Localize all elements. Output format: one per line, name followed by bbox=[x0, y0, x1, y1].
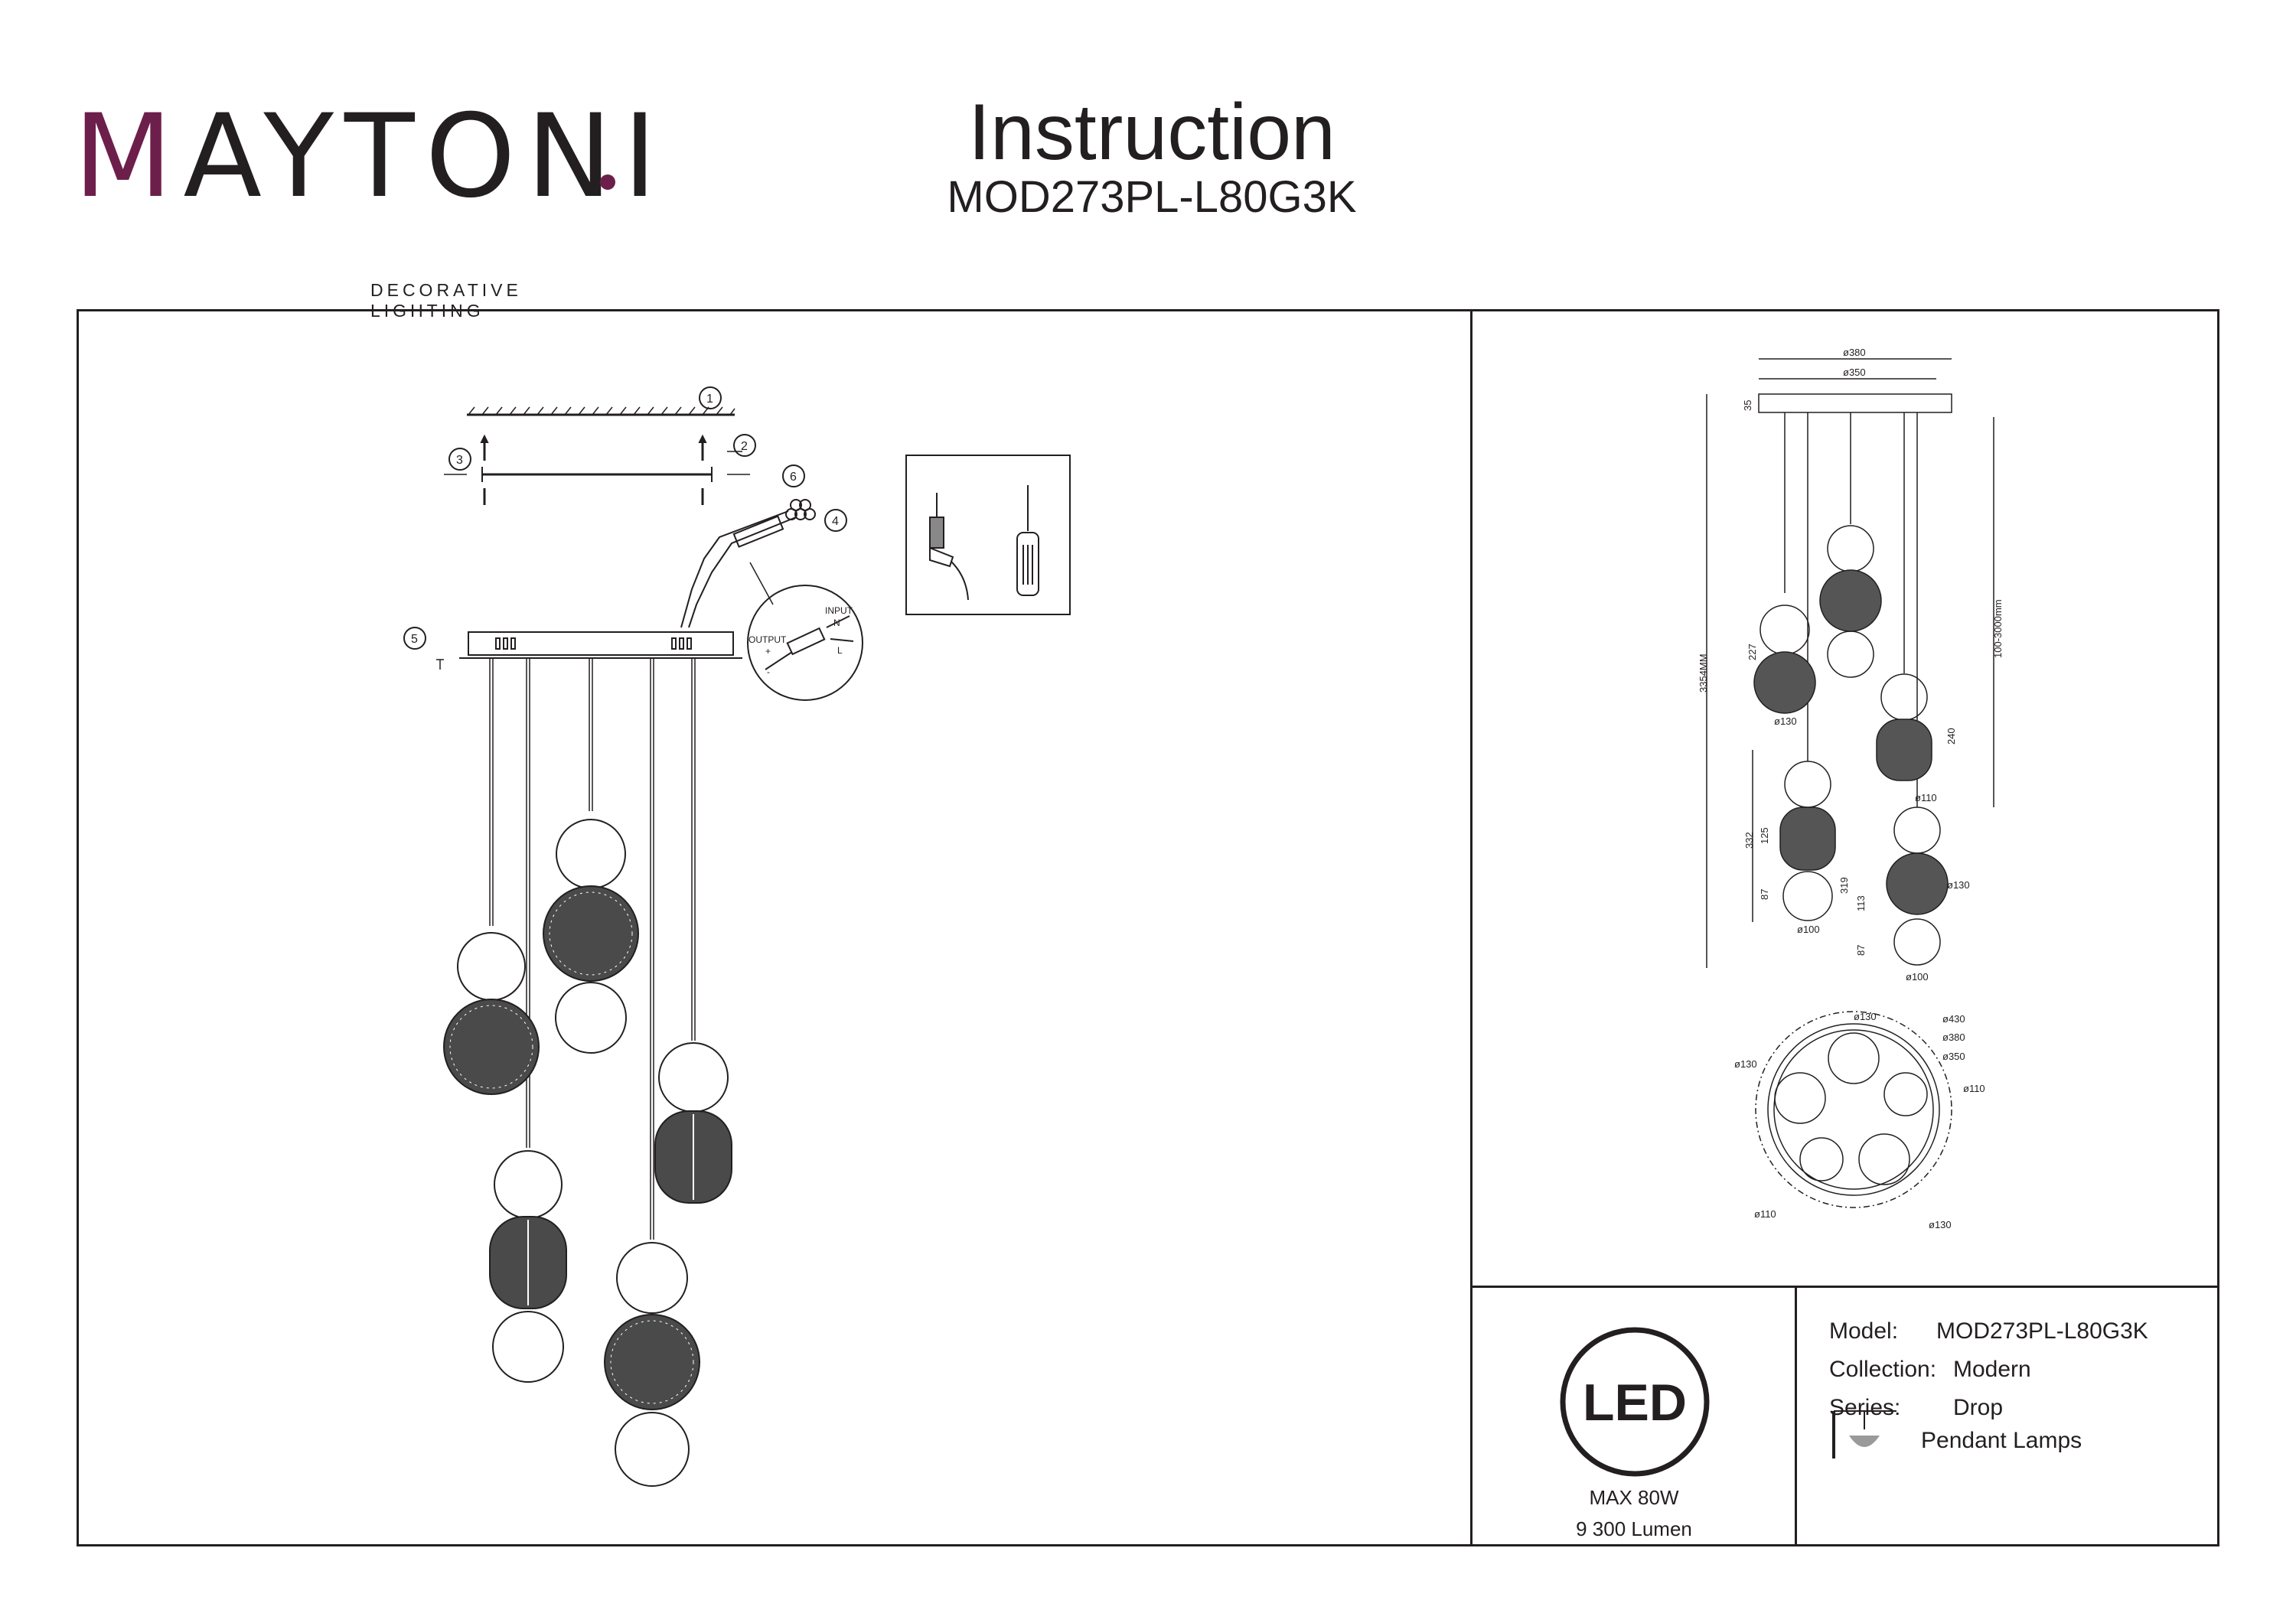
pendant-lamp-icon bbox=[1832, 1410, 1896, 1458]
max-power: MAX 80W bbox=[1589, 1486, 1679, 1509]
svg-text:ø350: ø350 bbox=[1843, 367, 1866, 378]
pendant-cables bbox=[489, 658, 696, 1240]
logo-letters: AYTONI bbox=[183, 90, 668, 223]
svg-text:ø100: ø100 bbox=[1797, 924, 1820, 935]
svg-text:ø380: ø380 bbox=[1843, 347, 1866, 358]
pendant-lamp-5 bbox=[604, 1242, 700, 1487]
svg-text:ø110: ø110 bbox=[1915, 792, 1937, 803]
svg-text:3354MM: 3354MM bbox=[1698, 653, 1709, 693]
logo-letter-m: M bbox=[73, 90, 184, 223]
top-view: ø130 ø430 ø380 ø350 ø110 ø130 ø110 ø130 bbox=[1734, 1011, 1985, 1230]
svg-text:35: 35 bbox=[1742, 400, 1753, 411]
svg-text:ø110: ø110 bbox=[1754, 1208, 1776, 1220]
svg-text:INPUT: INPUT bbox=[825, 605, 853, 616]
svg-text:240: 240 bbox=[1945, 728, 1957, 745]
svg-text:ø130: ø130 bbox=[1774, 715, 1797, 727]
terminal-block bbox=[680, 499, 816, 628]
frame-divider-spec bbox=[1470, 1286, 2219, 1288]
dim-lamp-d bbox=[1779, 761, 1836, 921]
spec-type-value: Pendant Lamps bbox=[1921, 1428, 2082, 1453]
svg-text:100-3000mm: 100-3000mm bbox=[1992, 599, 2004, 658]
svg-text:6: 6 bbox=[790, 471, 797, 484]
spec-model-label: Model: bbox=[1829, 1318, 1899, 1344]
dim-lamp-b bbox=[1819, 525, 1882, 678]
pendant-lamp-3 bbox=[654, 1042, 732, 1204]
dimension-drawing: ø380 ø350 35 3354MM 100-3000mm 227 ø130 … bbox=[1698, 347, 2004, 1230]
led-badge-icon: LED bbox=[1560, 1327, 1710, 1477]
svg-text:ø130: ø130 bbox=[1947, 879, 1970, 891]
pendant-lamp-1 bbox=[443, 932, 540, 1095]
svg-text:125: 125 bbox=[1759, 827, 1770, 844]
screwdriver-icon bbox=[1016, 485, 1039, 596]
drill-icon bbox=[929, 493, 969, 601]
dim-lamp-e bbox=[1886, 807, 1949, 966]
svg-text:ø350: ø350 bbox=[1942, 1051, 1965, 1062]
dim-lamp-c bbox=[1876, 673, 1932, 781]
callout-3: 3 bbox=[448, 448, 471, 471]
page-subtitle-model: MOD273PL-L80G3K bbox=[947, 172, 1357, 222]
svg-text:OUTPUT: OUTPUT bbox=[748, 634, 787, 645]
logo-dot bbox=[600, 174, 615, 190]
svg-text:3: 3 bbox=[456, 454, 463, 467]
spec-collection-label: Collection: bbox=[1829, 1357, 1937, 1382]
svg-text:N: N bbox=[833, 618, 840, 628]
frame-divider-led bbox=[1795, 1286, 1797, 1546]
svg-text:ø100: ø100 bbox=[1906, 971, 1929, 983]
svg-text:ø430: ø430 bbox=[1942, 1013, 1965, 1025]
pendant-lamp-4 bbox=[489, 1150, 567, 1383]
svg-text:319: 319 bbox=[1838, 877, 1850, 894]
callout-6: 6 bbox=[782, 464, 805, 487]
svg-text:113: 113 bbox=[1855, 895, 1867, 911]
maytoni-logo: MAYTONI DECORATIVE LIGHTING bbox=[73, 84, 657, 321]
svg-text:ø130: ø130 bbox=[1854, 1011, 1877, 1022]
svg-text:L: L bbox=[837, 645, 843, 656]
ceiling bbox=[467, 406, 735, 416]
drawing-frame bbox=[77, 309, 2219, 1546]
spec-model-value: MOD273PL-L80G3K bbox=[1936, 1318, 2148, 1344]
svg-text:ø130: ø130 bbox=[1929, 1219, 1952, 1230]
wiring-detail: INPUT N L OUTPUT + - bbox=[747, 562, 863, 701]
mounting-bracket bbox=[444, 434, 750, 505]
frame-divider-main bbox=[1470, 309, 1473, 1546]
svg-text:4: 4 bbox=[832, 515, 839, 528]
svg-text:332: 332 bbox=[1743, 832, 1755, 849]
svg-text:+: + bbox=[765, 646, 771, 657]
dim-lamp-a bbox=[1753, 605, 1816, 714]
svg-text:ø130: ø130 bbox=[1734, 1058, 1757, 1070]
svg-text:ø110: ø110 bbox=[1963, 1083, 1985, 1094]
svg-text:1: 1 bbox=[706, 393, 713, 406]
svg-text:87: 87 bbox=[1855, 945, 1867, 956]
callout-2: 2 bbox=[733, 434, 756, 457]
logo-wordmark: MAYTONI bbox=[73, 84, 667, 230]
callout-5: 5 bbox=[403, 627, 426, 650]
page-title: Instruction bbox=[968, 88, 1336, 177]
pendant-lamp-2 bbox=[543, 819, 639, 1054]
svg-text:87: 87 bbox=[1759, 889, 1770, 900]
svg-text:-: - bbox=[767, 666, 770, 677]
svg-text:LED: LED bbox=[1583, 1374, 1687, 1432]
svg-text:2: 2 bbox=[741, 440, 748, 453]
spec-collection-value: Modern bbox=[1953, 1357, 2031, 1382]
svg-text:227: 227 bbox=[1746, 644, 1758, 660]
spec-series-value: Drop bbox=[1953, 1395, 2004, 1420]
lumen-output: 9 300 Lumen bbox=[1576, 1517, 1692, 1540]
callout-4: 4 bbox=[824, 509, 847, 532]
assembly-drawing: 1 2 3 4 5 6 INPUT N L OUTPUT + - bbox=[403, 386, 863, 1487]
tools-box bbox=[905, 455, 1071, 615]
svg-text:ø380: ø380 bbox=[1942, 1031, 1965, 1043]
svg-text:5: 5 bbox=[411, 633, 418, 646]
callout-1: 1 bbox=[699, 386, 722, 409]
